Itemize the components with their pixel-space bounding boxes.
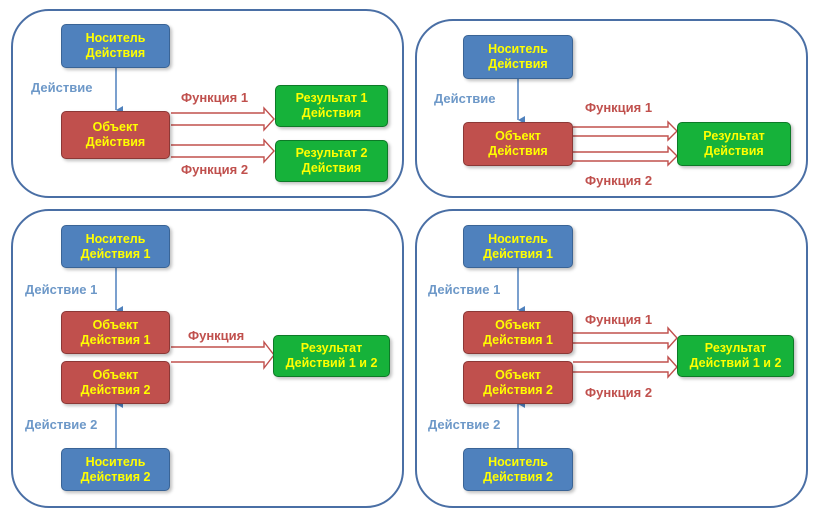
result-box: Результат Действий 1 и 2: [273, 335, 390, 377]
function-arrow-1: [573, 326, 678, 350]
carrier-1-box: Носитель Действия 1: [463, 225, 573, 268]
action-label: Действие: [434, 91, 496, 106]
object-1-box: Объект Действия 1: [463, 311, 573, 354]
carrier-box: Носитель Действия: [463, 35, 573, 79]
function-1-label: Функция 1: [585, 312, 653, 327]
carrier-box: Носитель Действия: [61, 24, 170, 68]
function-1-label: Функция 1: [585, 100, 653, 115]
function-arrow-2: [573, 355, 678, 379]
carrier-2-box: Носитель Действия 2: [463, 448, 573, 491]
carrier-2-box: Носитель Действия 2: [61, 448, 170, 491]
object-box: Объект Действия: [463, 122, 573, 166]
action-2-label: Действие 2: [428, 417, 501, 432]
function-label: Функция: [188, 328, 245, 343]
function-2-label: Функция 2: [585, 385, 653, 400]
action-1-label: Действие 1: [428, 282, 501, 297]
function-arrow-2: [171, 138, 275, 164]
function-arrow-1: [573, 120, 678, 142]
object-2-box: Объект Действия 2: [463, 361, 573, 404]
function-arrow-2: [573, 145, 678, 167]
function-2-label: Функция 2: [181, 162, 249, 177]
action-2-label: Действие 2: [25, 417, 98, 432]
result-2-box: Результат 2 Действия: [275, 140, 388, 182]
carrier-1-box: Носитель Действия 1: [61, 225, 170, 268]
function-1-label: Функция 1: [181, 90, 249, 105]
function-arrow: [171, 339, 275, 371]
object-box: Объект Действия: [61, 111, 170, 159]
object-2-box: Объект Действия 2: [61, 361, 170, 404]
result-1-box: Результат 1 Действия: [275, 85, 388, 127]
function-arrow-1: [171, 106, 275, 132]
action-label: Действие: [31, 80, 93, 95]
result-box: Результат Действий 1 и 2: [677, 335, 794, 377]
result-box: Результат Действия: [677, 122, 791, 166]
function-2-label: Функция 2: [585, 173, 653, 188]
action-1-label: Действие 1: [25, 282, 98, 297]
object-1-box: Объект Действия 1: [61, 311, 170, 354]
